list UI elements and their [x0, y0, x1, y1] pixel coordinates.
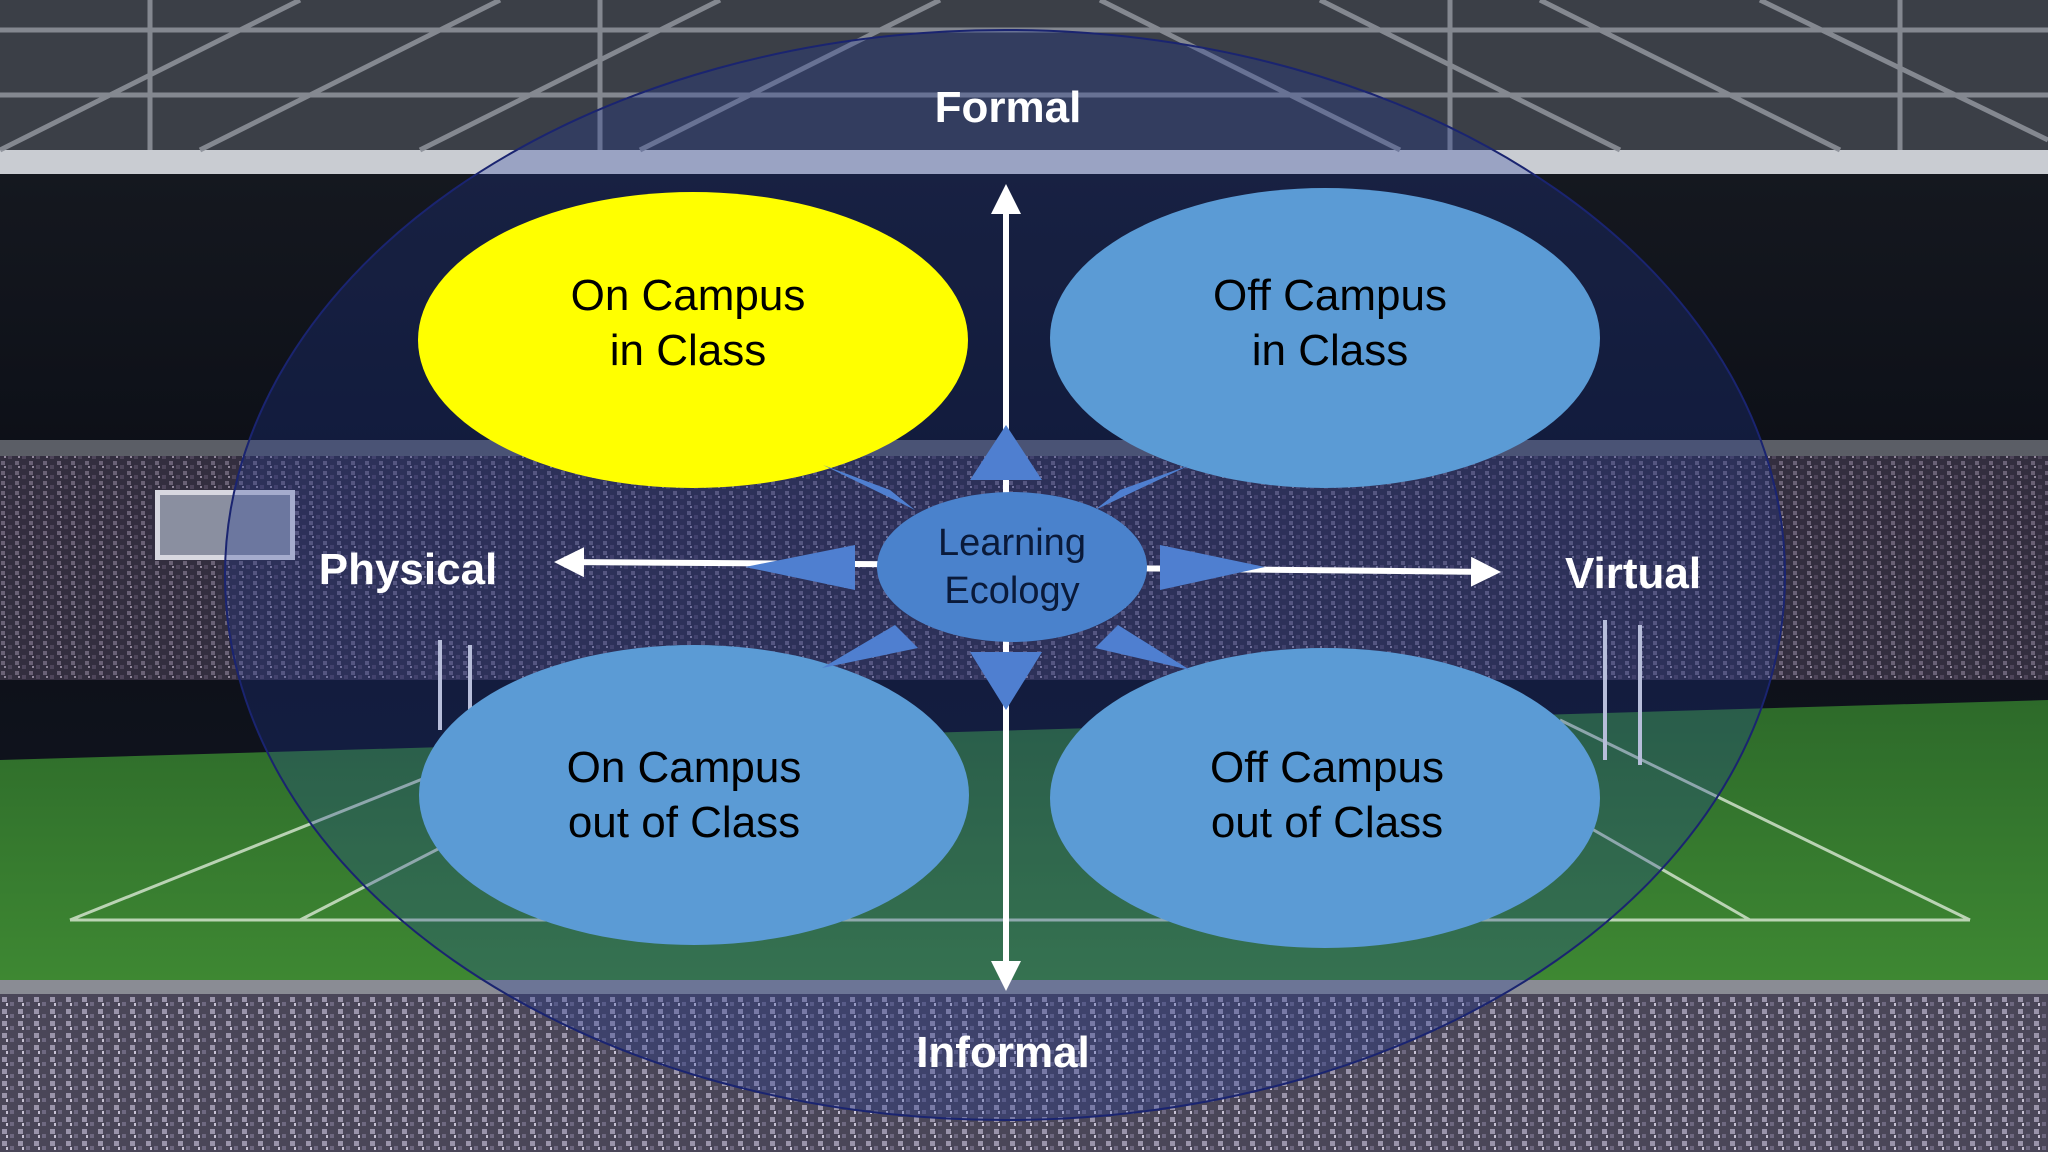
- axis-label-bottom: Informal: [916, 1028, 1090, 1077]
- quadrant-on-campus-out-of-class: On Campus out of Class: [419, 645, 969, 945]
- quadrant-off-campus-in-class: Off Campus in Class: [1050, 188, 1600, 488]
- pointer-down-left-triangle: [822, 625, 918, 668]
- hub-label-line1: Learning: [938, 522, 1086, 564]
- quadrant-label-line1: On Campus: [571, 271, 806, 320]
- quadrant-ellipse: [1050, 648, 1600, 948]
- quadrant-label-line1: On Campus: [567, 743, 802, 792]
- pointer-down-right-triangle: [1095, 625, 1190, 670]
- pointer-right-triangle: [1160, 545, 1265, 590]
- quadrant-label-line2: out of Class: [1211, 798, 1443, 847]
- axis-label-top: Formal: [935, 83, 1082, 132]
- pointer-up-left-triangle: [823, 465, 915, 510]
- quadrant-ellipse: [418, 192, 968, 488]
- quadrant-off-campus-out-of-class: Off Campus out of Class: [1050, 648, 1600, 948]
- pointer-up-right-triangle: [1095, 465, 1190, 510]
- quadrant-label-line2: out of Class: [568, 798, 800, 847]
- pointer-left-triangle: [745, 545, 855, 590]
- pointer-up-triangle: [970, 425, 1042, 480]
- quadrant-label-line1: Off Campus: [1213, 271, 1447, 320]
- quadrant-label-line1: Off Campus: [1210, 743, 1444, 792]
- axis-label-right: Virtual: [1565, 549, 1701, 598]
- pointer-down-triangle: [970, 652, 1042, 710]
- hub-label-line2: Ecology: [944, 570, 1079, 612]
- hub-pointers: [745, 425, 1265, 710]
- hub-ellipse: [877, 492, 1147, 642]
- quadrant-label-line2: in Class: [1252, 326, 1409, 375]
- learning-ecology-hub: Learning Ecology: [877, 492, 1147, 642]
- quadrant-on-campus-in-class: On Campus in Class: [418, 192, 968, 488]
- quadrant-ellipse: [419, 645, 969, 945]
- quadrant-label-line2: in Class: [610, 326, 767, 375]
- axis-label-left: Physical: [319, 545, 498, 594]
- quadrant-ellipse: [1050, 188, 1600, 488]
